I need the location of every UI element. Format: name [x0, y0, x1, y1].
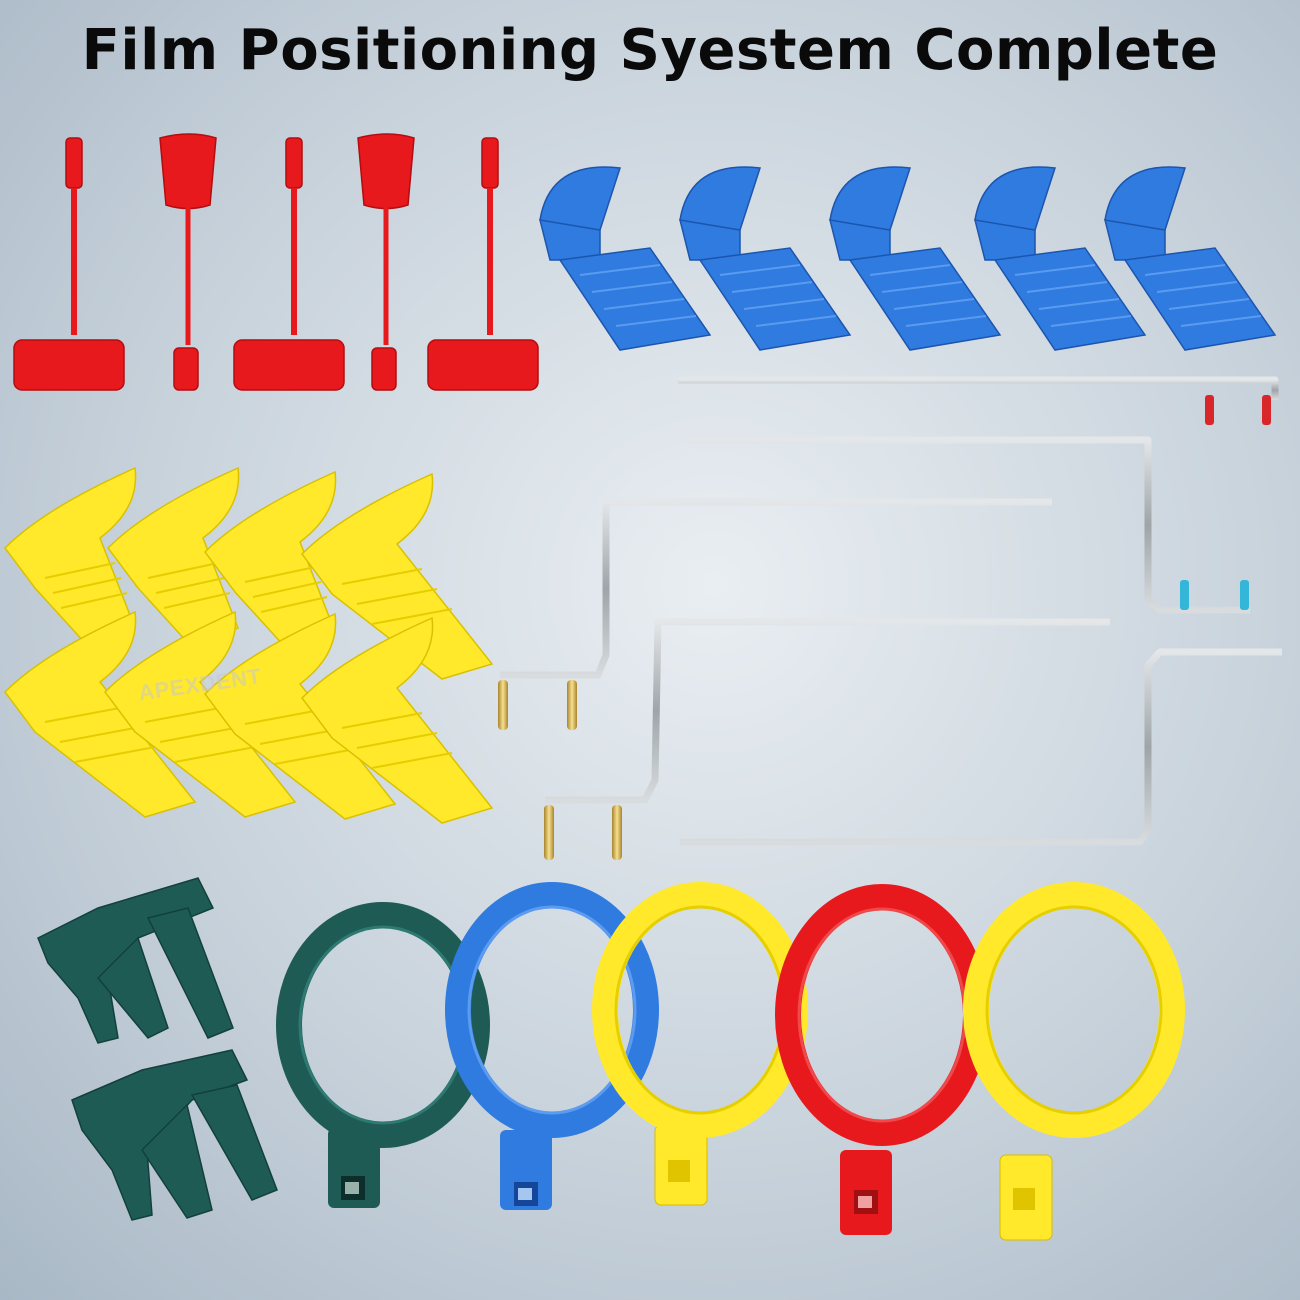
yellow-bite-block [104, 610, 297, 818]
aiming-ring-green [276, 902, 490, 1208]
yellow-bite-block [107, 466, 240, 644]
red-bite-block [357, 133, 415, 391]
red-bite-block [159, 133, 217, 391]
indicator-arm-bitewing-blue [690, 436, 1250, 614]
yellow-bite-block [4, 466, 137, 644]
blue-bite-block [538, 166, 712, 351]
red-bite-blocks [13, 133, 539, 391]
aiming-ring-blue [445, 882, 659, 1210]
red-bite-block [233, 137, 345, 391]
indicator-arm-anterior-red [678, 376, 1279, 425]
blue-bite-block [973, 166, 1147, 351]
indicator-arms [498, 376, 1282, 860]
red-bite-block [427, 137, 539, 391]
yellow-bite-blocks [4, 466, 494, 824]
blue-bite-block [1103, 166, 1277, 351]
indicator-arm-anterior-steel [680, 648, 1282, 846]
aiming-ring-red [775, 884, 989, 1235]
yellow-bite-block [4, 610, 197, 818]
yellow-bite-block [204, 470, 337, 648]
green-bite-block [37, 877, 234, 1044]
aiming-ring-yellow-2 [963, 882, 1185, 1241]
blue-bite-block [828, 166, 1002, 351]
blue-bite-block [678, 166, 852, 351]
yellow-bite-block [301, 616, 494, 824]
green-bite-block [71, 1049, 278, 1221]
green-bite-blocks [37, 877, 278, 1221]
indicator-arm-posterior-gold-1 [498, 498, 1052, 730]
indicator-arm-posterior-gold-2 [544, 618, 1110, 860]
blue-bite-blocks [538, 166, 1277, 351]
red-bite-block [13, 137, 125, 391]
page-title: Film Positioning Syestem Complete [81, 18, 1219, 83]
yellow-bite-block [301, 472, 494, 680]
yellow-bite-block [204, 612, 397, 820]
aiming-rings [276, 882, 1185, 1241]
